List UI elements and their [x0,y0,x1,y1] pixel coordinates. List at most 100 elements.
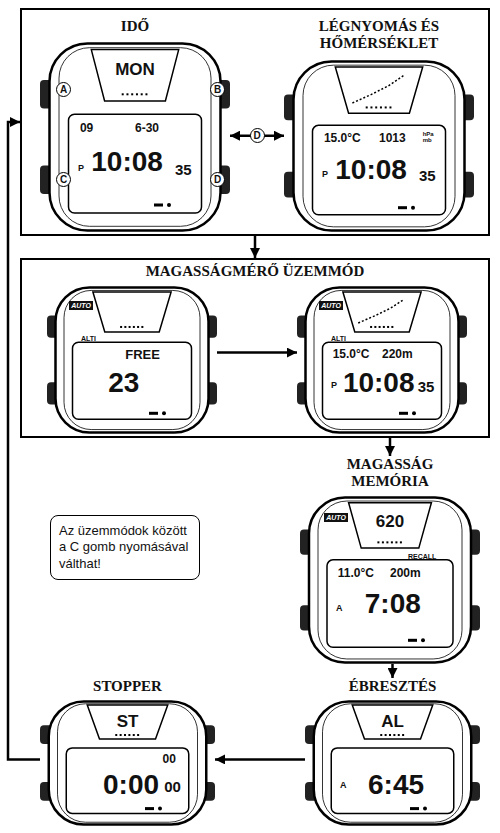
mode-heading: STOPPER [40,678,215,695]
upper-display [335,67,422,113]
dot-row [402,734,404,736]
watch-case [306,288,459,433]
dot-row [141,326,143,328]
display-text: 220m [382,348,413,360]
watch-face: AUTOALTIFREE23 [47,286,217,434]
upper-display [352,705,433,739]
upper-display [349,503,432,548]
display-text: 35 [419,168,436,183]
dot-row [383,326,385,328]
display-text: RECALL [408,553,436,560]
dot-row [366,106,368,108]
dot-row [141,93,143,95]
watch-case [309,498,471,663]
battery-icon [408,639,417,642]
battery-icon [154,204,163,207]
mode-arrow [389,438,392,456]
watch-bezel [58,704,198,822]
display-text: AUTO [324,513,348,522]
display-text: P [331,381,337,390]
display-text: 09 [80,122,93,134]
display-text: MON [115,61,155,78]
dot-row [389,734,391,736]
lower-display [323,342,442,419]
mode-arrow [215,758,305,761]
dot-row [120,734,122,736]
dot-row [393,734,395,736]
watch-bezel [323,704,463,822]
dot-row [380,734,382,736]
graph-trace [358,299,404,323]
display-text: ST [117,713,139,730]
lower-display [313,125,446,214]
dot-row [115,734,117,736]
display-text: 6:45 [368,771,424,799]
dot-row [400,541,402,543]
display-text: hPa mb [423,131,439,144]
display-text: AL [381,713,404,730]
display-text: 0:00 [103,771,159,799]
dot-row [387,326,389,328]
display-text: 200m [390,567,421,579]
graph-trace [352,75,403,103]
watch-face: MAGASSÁG MEMÓRIAAUTO620RECALL11.0°C200mA… [300,456,480,664]
dot-row [391,326,393,328]
display-text: ALTI [81,335,96,342]
dot-row [133,326,135,328]
button-letter: A [56,82,71,97]
mode-arrow [217,351,297,354]
display-text: FREE [125,348,160,361]
display-text: 6-30 [135,122,159,134]
mode-heading: IDŐ [40,18,230,35]
dot-row [377,541,379,543]
display-text: P [78,164,84,173]
note-text: Az üzemmódok között a C gomb nyomásával … [59,523,191,572]
watch-case [49,702,207,825]
dot-row [375,106,377,108]
battery-icon [149,412,158,415]
display-text: 00 [164,779,181,794]
bell-icon [167,203,171,207]
upper-display [343,292,421,332]
mode-arrow [391,664,394,678]
mode-arrow [8,122,40,759]
dot-row [391,541,393,543]
watch-bezel [303,65,455,227]
watch-case [294,62,465,231]
display-text: AUTO [69,301,93,310]
dot-row [385,106,387,108]
display-text: 00 [163,753,176,765]
battery-icon [410,807,419,810]
battery-icon [145,807,154,810]
display-text: 10:08 [91,148,163,176]
display-text: 7:08 [365,590,421,618]
display-text: 11.0°C [338,567,374,579]
watch-face: LÉGNYOMÁS ÉS HŐMÉRSÉKLET15.0°C1013hPa mb… [284,18,474,232]
display-text: P [322,170,328,179]
display-text: 10:08 [343,369,415,397]
display-text: 15.0°C [324,132,361,144]
dot-row [380,106,382,108]
mode-heading: MAGASSÁG MEMÓRIA [300,456,480,491]
button-letter: B [210,82,225,97]
edge-label: D [250,128,265,143]
display-text: 15.0°C [333,348,370,360]
bell-icon [423,807,427,811]
dot-row [370,106,372,108]
lower-display [327,560,453,647]
dot-row [128,734,130,736]
bell-icon [412,411,416,415]
display-text: A [340,781,347,790]
display-text: 35 [418,379,435,394]
button-letter: D [210,172,225,187]
note-box: Az üzemmódok között a C gomb nyomásával … [50,515,200,580]
display-text: A [336,604,343,613]
dot-row [129,326,131,328]
display-text: 35 [175,162,192,177]
lower-display [66,748,189,814]
display-text: AUTO [319,301,343,310]
dot-row [120,326,122,328]
watch-illustration [284,60,474,232]
dot-row [131,93,133,95]
lower-display [69,114,202,213]
